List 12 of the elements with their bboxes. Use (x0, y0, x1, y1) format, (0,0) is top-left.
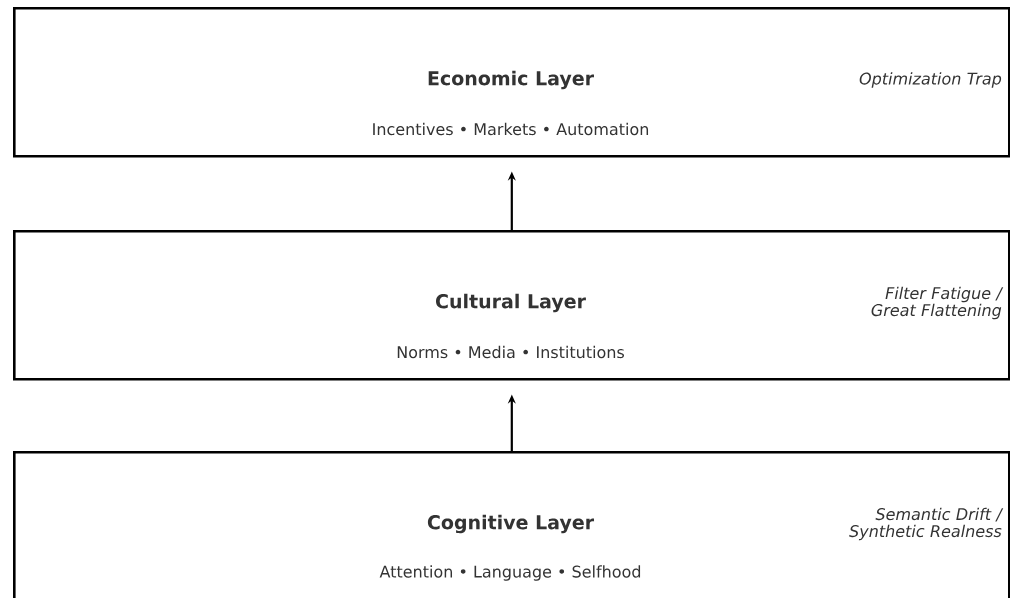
layer-subtitle: Incentives • Markets • Automation (373, 122, 649, 136)
layer-box (13, 230, 1010, 381)
layer-box (13, 451, 1010, 598)
layer-subtitle: Attention • Language • Selfhood (379, 565, 641, 581)
layer-box (13, 7, 1010, 158)
layer-subtitle: Norms • Media • Institutions (397, 345, 624, 359)
layer-title: Cultural Layer (436, 293, 586, 313)
side-note: Filter Fatigue / Great Flattening (871, 286, 1004, 320)
layer-title: Economic Layer (428, 70, 594, 90)
layer-title: Cognitive Layer (427, 514, 594, 534)
side-note: Semantic Drift / Synthetic Realness (849, 507, 1004, 541)
side-note: Optimization Trap (859, 72, 1002, 88)
